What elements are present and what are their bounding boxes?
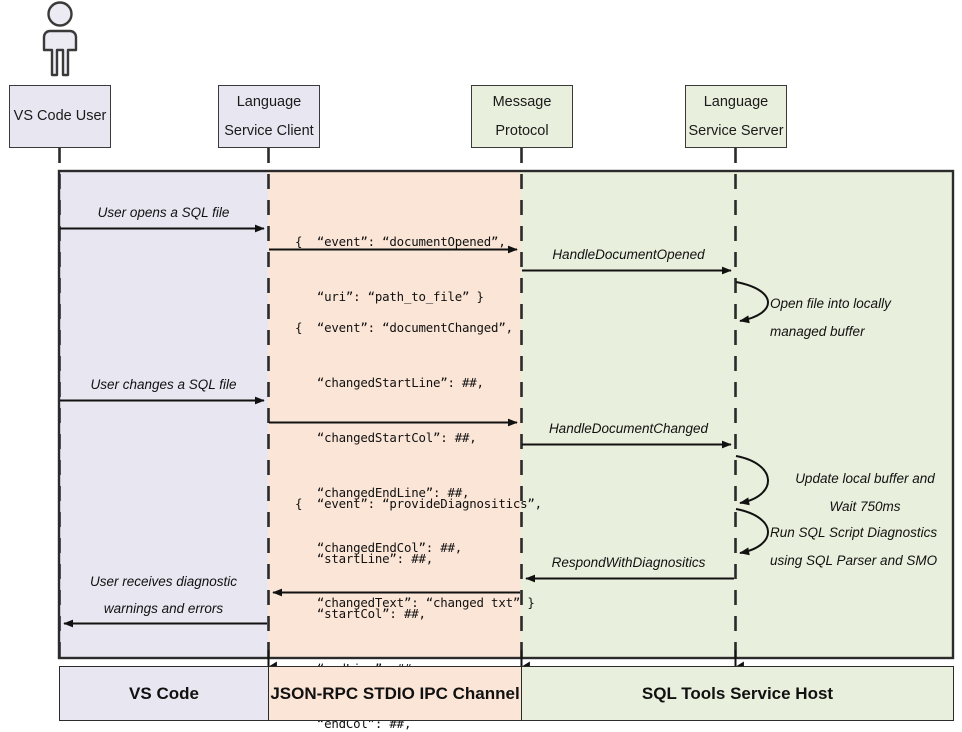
note-text-line1: Update local buffer and (795, 471, 935, 486)
lifeline-label-line2: Service Server (688, 122, 784, 139)
message-text-line1: User changes a SQL file (90, 377, 237, 392)
band-vs-code (59, 171, 268, 658)
message-label-handle-document-opened: HandleDocumentOpened (522, 241, 735, 268)
footer-label: VS Code (129, 683, 199, 703)
note-run-sql-script-diagnostics: Run SQL Script Diagnostics using SQL Par… (770, 519, 960, 574)
json-line: “startCol”: ##, (295, 605, 426, 621)
json-payload-document-changed: { “event”: “documentChanged”, “changedSt… (266, 286, 535, 644)
json-line: { “event”: “provideDiagnositics”, (295, 495, 542, 511)
lifeline-box-language-service-client[interactable]: Language Service Client (218, 85, 320, 148)
band-json-rpc (268, 171, 521, 658)
lifeline-label-line1: VS Code User (13, 108, 107, 125)
lifeline-label-line1: Message (492, 94, 552, 111)
footer-cell-sql-tools-host[interactable]: SQL Tools Service Host (521, 666, 954, 721)
lifeline-label-line1: Language (236, 94, 302, 111)
lifeline-box-message-protocol[interactable]: Message Protocol (471, 85, 573, 148)
json-line: “startLine”: ##, (295, 550, 433, 566)
message-label-respond-with-diagnositics: RespondWithDiagnositics (522, 549, 735, 576)
lifeline-box-vscode-user[interactable]: VS Code User (9, 85, 111, 148)
selfloop-update-buffer (735, 455, 769, 506)
json-line: { “event”: “documentChanged”, (295, 319, 513, 335)
message-text-line1: User opens a SQL file (97, 205, 230, 220)
band-sql-tools-host (521, 171, 953, 658)
lifeline-label-line1: Language (703, 94, 769, 111)
json-line: “changedStartLine”: ##, (295, 374, 484, 390)
footer-cell-vs-code[interactable]: VS Code (59, 666, 269, 721)
note-open-file-into-buffer: Open file into locally managed buffer (770, 290, 960, 345)
lifeline-label-line2: Protocol (495, 122, 549, 139)
note-text-line2: Wait 750ms (829, 498, 901, 514)
json-line: “changedEndLine”: ##, (295, 484, 470, 500)
selfloop-run-diagnostics (735, 508, 769, 556)
json-line: “changedEndCol”: ##, (295, 539, 463, 555)
json-line: “changedStartCol”: ##, (295, 429, 477, 445)
message-label-user-receives-diagnostics: User receives diagnostic warnings and er… (59, 568, 268, 622)
message-text: HandleDocumentOpened (552, 247, 705, 262)
note-text-line1: Run SQL Script Diagnostics (770, 525, 938, 540)
note-update-local-buffer: Update local buffer and Wait 750ms (770, 465, 960, 520)
json-line: { “event”: “documentOpened”, (295, 233, 506, 249)
message-label-handle-document-changed: HandleDocumentChanged (522, 415, 735, 442)
message-text: HandleDocumentChanged (548, 421, 709, 436)
json-payload-document-opened: { “event”: “documentOpened”, “uri”: “pat… (266, 200, 506, 338)
note-text-line2: managed buffer (770, 323, 865, 339)
message-label-user-changes-sql-file: User changes a SQL file (59, 371, 268, 398)
footer-cell-json-rpc[interactable]: JSON-RPC STDIO IPC Channel (268, 666, 522, 721)
footer-label: JSON-RPC STDIO IPC Channel (270, 683, 520, 703)
note-text-line1: Open file into locally (770, 296, 891, 311)
note-text-line2: using SQL Parser and SMO (770, 552, 938, 568)
message-text-line1: User receives diagnostic (89, 574, 238, 589)
footer-label: SQL Tools Service Host (641, 683, 834, 703)
message-text-line2: warnings and errors (103, 601, 224, 616)
json-line: “changedText”: “changed txt” } (295, 594, 535, 610)
json-line: “uri”: “path_to_file” } (295, 288, 484, 304)
selfloop-open-file (735, 281, 769, 324)
message-label-user-opens-sql-file: User opens a SQL file (59, 199, 268, 226)
lifeline-box-language-service-server[interactable]: Language Service Server (685, 85, 787, 148)
lifeline-label-line2: Service Client (224, 122, 314, 139)
person-icon (42, 1, 78, 77)
message-text: RespondWithDiagnositics (551, 555, 706, 570)
